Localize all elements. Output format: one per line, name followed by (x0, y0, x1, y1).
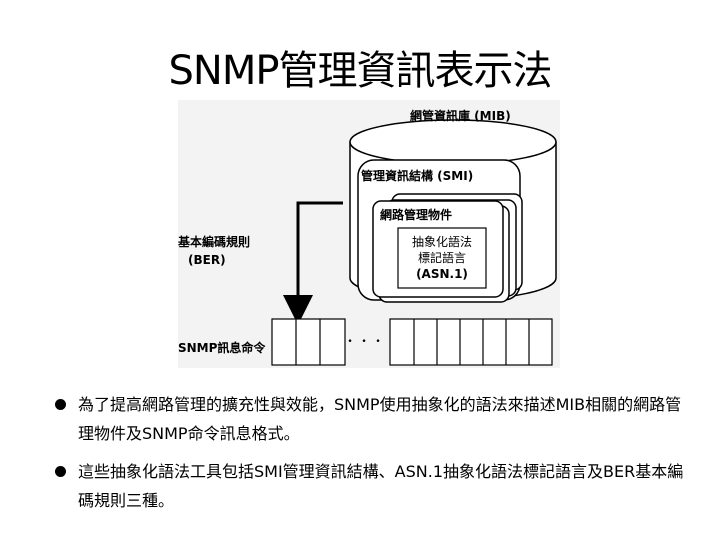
objects-label: 網路管理物件 (380, 207, 452, 222)
bullet-list: 為了提高網路管理的擴充性與效能，SNMP使用抽象化的語法來描述MIB相關的網路管… (52, 390, 692, 524)
ellipsis-dot-2: • (361, 337, 366, 347)
smi-label: 管理資訊結構 (SMI) (361, 168, 473, 183)
ber-line1: 基本編碼規則 (178, 234, 250, 249)
mib-diagram: 網管資訊庫 (MIB) 管理資訊結構 (SMI) 網路管理物件 抽象化語法 標記… (178, 100, 560, 368)
ber-arrow (283, 201, 343, 325)
bullet-text-1: 為了提高網路管理的擴充性與效能，SNMP使用抽象化的語法來描述MIB相關的網路管… (78, 395, 682, 443)
ellipsis-dot-1: • (347, 337, 352, 347)
bullet-text-2: 這些抽象化語法工具包括SMI管理資訊結構、ASN.1抽象化語法標記語言及BER基… (78, 462, 684, 510)
mib-label: 網管資訊庫 (MIB) (410, 108, 511, 123)
asn1-line1: 抽象化語法 (412, 234, 472, 249)
snmp-message-label: SNMP訊息命令 (178, 340, 266, 355)
bullet-dot-icon (55, 399, 66, 410)
asn1-line3: (ASN.1) (416, 267, 468, 281)
ber-line2: (BER) (188, 253, 226, 267)
bullet-dot-icon (55, 466, 66, 477)
slide-title: SNMP管理資訊表示法 (168, 48, 553, 94)
diagram-svg: 網管資訊庫 (MIB) 管理資訊結構 (SMI) 網路管理物件 抽象化語法 標記… (178, 108, 557, 366)
snmp-message-cells (271, 318, 553, 366)
asn1-box (397, 227, 487, 289)
ellipsis-dot-3: • (375, 337, 380, 347)
asn1-line2: 標記語言 (418, 250, 466, 265)
bullet-item-1: 為了提高網路管理的擴充性與效能，SNMP使用抽象化的語法來描述MIB相關的網路管… (52, 390, 692, 448)
bullet-item-2: 這些抽象化語法工具包括SMI管理資訊結構、ASN.1抽象化語法標記語言及BER基… (52, 457, 692, 515)
